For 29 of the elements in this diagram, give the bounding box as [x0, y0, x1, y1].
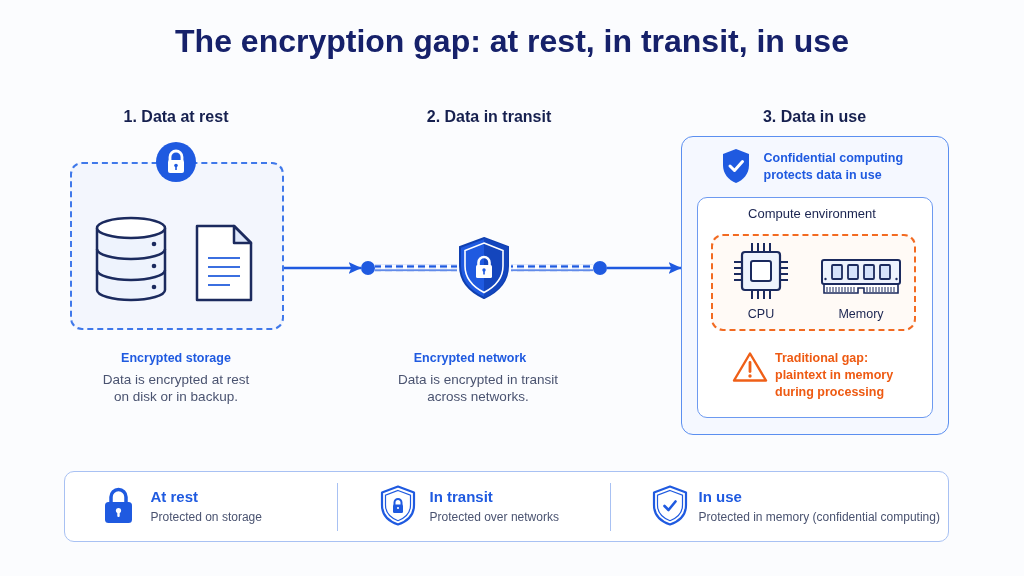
- section-heading: 1. Data at rest: [123, 107, 229, 127]
- item-heading: In use: [698, 487, 742, 506]
- item-heading: At rest: [150, 487, 198, 506]
- panel-title: Compute environment: [748, 206, 876, 222]
- caption-heading: Encrypted storage: [121, 350, 231, 366]
- warning-text: Traditional gap: plaintext in memory during processing: [775, 350, 895, 401]
- connector-dot: [593, 261, 607, 275]
- item-description: Protected over networks: [429, 509, 559, 525]
- panel-subtitle: Confidential computing protects data in use: [763, 149, 905, 184]
- arrow: [284, 262, 362, 274]
- dashed-connector: [511, 264, 593, 272]
- caption-text: Data is encrypted in transit across networks.: [397, 371, 559, 405]
- highlight-box: [711, 234, 916, 331]
- title: The encryption gap: at rest, in transit, in use: [175, 22, 849, 60]
- icon-caption: CPU: [747, 306, 775, 322]
- arrow: [607, 262, 682, 274]
- caption-heading: Encrypted network: [413, 350, 527, 366]
- item-heading: In transit: [429, 487, 493, 506]
- compute-panel: [696, 196, 933, 418]
- item-description: Protected in memory (confidential computing): [698, 509, 940, 525]
- shield-lock-icon: [457, 236, 511, 300]
- item-description: Protected on storage: [150, 509, 262, 525]
- connector-dot: [361, 261, 375, 275]
- caption-text: Data is encrypted at rest on disk or in backup.: [101, 371, 251, 405]
- summary-bar: [64, 471, 949, 542]
- section-heading: 2. Data in transit: [426, 107, 552, 127]
- dashed-connector: [375, 264, 457, 272]
- section-heading: 3. Data in use: [762, 106, 867, 127]
- icon-caption: Memory: [838, 306, 884, 322]
